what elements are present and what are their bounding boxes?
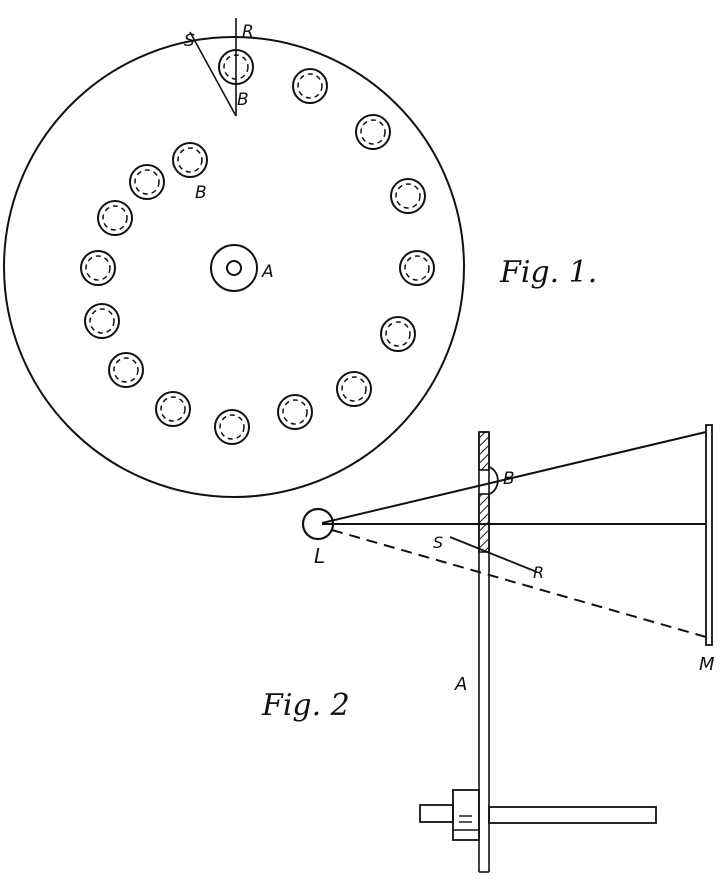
hatched-section-upper — [478, 431, 490, 471]
lens-b — [488, 466, 499, 495]
disk-holes — [80, 49, 435, 445]
label-b-lens: B — [503, 469, 515, 489]
ray-upper — [321, 431, 707, 524]
disk-hole — [84, 303, 120, 339]
label-r-fig2: R — [533, 563, 544, 582]
label-b-top: B — [237, 90, 249, 110]
disk-hole — [108, 352, 144, 388]
label-r-fig1: R — [242, 22, 254, 42]
label-l: L — [314, 544, 325, 568]
label-a-hub: A — [261, 262, 274, 282]
disk-hole — [80, 250, 116, 286]
bearing — [452, 789, 480, 841]
disk-hole — [129, 164, 165, 200]
hub — [210, 244, 258, 292]
disk-hole — [390, 178, 426, 214]
disk-hole — [97, 200, 133, 236]
disk-hole — [292, 68, 328, 104]
label-b-inner: B — [195, 183, 207, 203]
scanning-disk — [3, 36, 465, 498]
figure-2 — [301, 424, 713, 873]
screen-m — [705, 424, 713, 646]
figure-1 — [3, 18, 465, 498]
axle-left — [419, 804, 454, 823]
disk-hole — [155, 391, 191, 427]
disk-hole — [336, 371, 372, 407]
disk-hole — [399, 250, 435, 286]
slant-line-s — [189, 31, 237, 117]
figure-1-title: Fig. 1. — [499, 255, 597, 290]
axle-right — [488, 806, 657, 824]
figure-2-title: Fig. 2 — [261, 688, 350, 723]
label-s-fig1: S — [184, 31, 195, 51]
disk-hole — [380, 316, 416, 352]
label-m-screen: M — [699, 654, 715, 675]
disk-hole — [172, 142, 208, 178]
disk-hole — [214, 409, 250, 445]
slit-line — [449, 536, 538, 573]
label-a-disk: A — [454, 674, 467, 695]
label-s-fig2: S — [433, 533, 443, 552]
ray-lower-dashed — [331, 529, 707, 638]
disk-hole — [355, 114, 391, 150]
disk-hole — [277, 394, 313, 430]
